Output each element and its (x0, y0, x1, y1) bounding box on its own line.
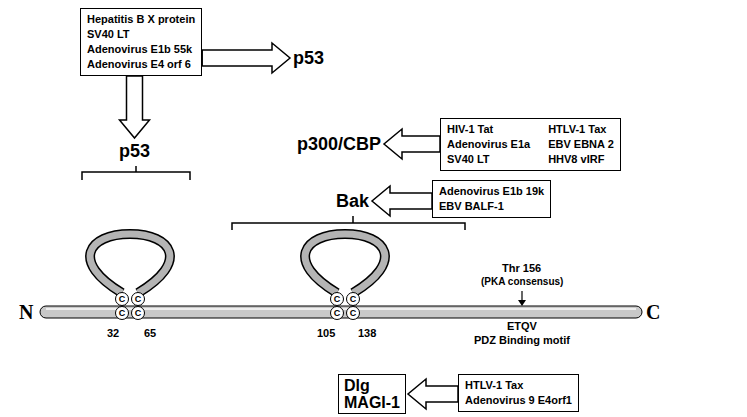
binding-bracket (82, 172, 190, 180)
node-text: Adenovirus E1b 55k (87, 42, 195, 57)
residue-number: 105 (317, 327, 335, 340)
cysteine-mark: C (346, 292, 360, 306)
cysteine-mark: C (330, 292, 344, 306)
target-protein: p300/CBP (296, 133, 382, 155)
node-text: Bak (336, 190, 369, 212)
zinc-finger-loop (90, 234, 170, 293)
virus-protein-box: Adenovirus E1b 19kEBV BALF-1 (432, 180, 551, 218)
zinc-finger-loop-outline (90, 234, 170, 293)
text-column: HIV-1 TatAdenovirus E1aSV40 LT (447, 122, 530, 167)
node-text: Adenovirus 9 E4orf1 (465, 393, 572, 408)
cysteine-mark: C (131, 306, 145, 320)
virus-protein-box: HTLV-1 TaxAdenovirus 9 E4orf1 (458, 374, 579, 412)
node-text: p53 (119, 140, 150, 162)
site-note: (PKA consensus) (481, 276, 563, 288)
leader-arrowhead (518, 300, 526, 306)
leader-line (521, 291, 522, 300)
terminus-label: C (646, 301, 660, 323)
node-text: Hepatitis B X protein (87, 12, 195, 27)
motif-sequence: ETQV (507, 320, 537, 333)
column-row: HIV-1 TatAdenovirus E1aSV40 LT HTLV-1 Tax… (447, 122, 614, 167)
node-text: Adenovirus E4 orf 6 (87, 57, 195, 72)
binding-bracket (232, 223, 465, 230)
motif-note: PDZ Binding motif (474, 334, 570, 347)
cysteine-mark: C (131, 292, 145, 306)
target-protein: p53 (292, 47, 325, 69)
node-text: p53 (293, 47, 324, 69)
residue-number: 138 (358, 327, 376, 340)
target-protein: Bak (335, 190, 370, 212)
residue-number: 65 (144, 327, 156, 340)
zinc-finger-loop (305, 234, 385, 293)
virus-protein-box: HIV-1 TatAdenovirus E1aSV40 LT HTLV-1 Tax… (440, 118, 621, 171)
node-text: HHV8 vIRF (548, 152, 614, 167)
zinc-finger-loop-outline (305, 234, 385, 293)
virus-protein-box: Hepatitis B X proteinSV40 LTAdenovirus E… (80, 8, 202, 76)
node-text: p300/CBP (297, 133, 381, 155)
residue-label: Thr 156 (502, 262, 541, 275)
node-text: Dlg (344, 377, 400, 394)
target-protein-box: DlgMAGI-1 (338, 374, 406, 414)
terminus-label: N (19, 301, 33, 323)
bracket-tick (135, 166, 137, 172)
node-text: HTLV-1 Tax (548, 122, 614, 137)
residue-number: 32 (107, 327, 119, 340)
node-text: SV40 LT (447, 152, 530, 167)
cysteine-mark: C (115, 306, 129, 320)
node-text: Adenovirus E1a (447, 137, 530, 152)
bracket-tick (352, 216, 354, 223)
block-arrow (384, 129, 440, 159)
cysteine-mark: C (346, 306, 360, 320)
node-text: HIV-1 Tat (447, 122, 530, 137)
text-column: HTLV-1 TaxEBV EBNA 2HHV8 vIRF (548, 122, 614, 167)
node-text: HTLV-1 Tax (465, 378, 572, 393)
node-text: SV40 LT (87, 27, 195, 42)
block-arrow (202, 43, 290, 73)
target-protein: p53 (118, 140, 151, 162)
cysteine-mark: C (115, 292, 129, 306)
node-text: EBV BALF-1 (439, 199, 544, 214)
block-arrow (120, 76, 150, 138)
cysteine-mark: C (330, 306, 344, 320)
block-arrow (372, 186, 432, 216)
node-text: EBV EBNA 2 (548, 137, 614, 152)
node-text: Adenovirus E1b 19k (439, 184, 544, 199)
block-arrow (408, 379, 458, 409)
node-text: MAGI-1 (344, 394, 400, 411)
